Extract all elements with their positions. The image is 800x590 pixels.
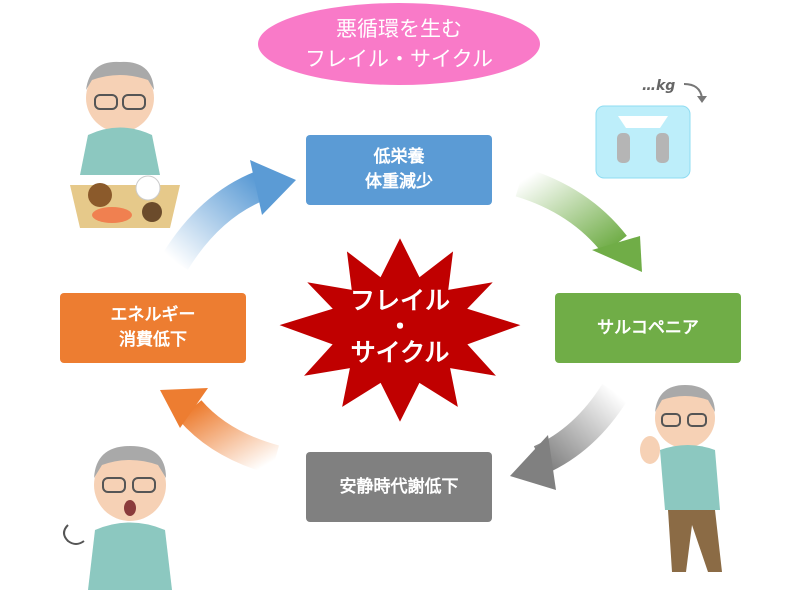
elderly-man-tired-illustration (63, 446, 172, 590)
stage-label: 体重減少 (365, 172, 433, 192)
stage-sarcopenia: サルコペニア (555, 293, 741, 363)
arrow-to-metabolism (510, 383, 628, 490)
stage-undernutrition: 低栄養 体重減少 (306, 135, 492, 205)
stage-label: 消費低下 (119, 330, 187, 350)
center-line2: ・ (387, 312, 413, 341)
title-ellipse: 悪循環を生む フレイル・サイクル (258, 3, 540, 85)
arrow-to-energy (160, 388, 280, 475)
stage-resting-metabolism: 安静時代謝低下 (306, 452, 492, 522)
elderly-man-weak-illustration (640, 385, 722, 572)
stage-label: 低栄養 (373, 147, 425, 167)
title-line1: 悪循環を生む (336, 17, 462, 41)
stage-energy-consumption: エネルギー 消費低下 (60, 293, 246, 363)
center-line3: サイクル (350, 338, 450, 367)
starburst (270, 231, 530, 429)
scale-icon (595, 83, 707, 179)
elderly-man-eating-illustration (70, 61, 180, 228)
title-line2: フレイル・サイクル (305, 47, 493, 71)
scale-weight-label: …kg (642, 78, 676, 94)
center-line1: フレイル (349, 286, 450, 315)
center-label: フレイル ・ サイクル (320, 288, 480, 366)
stage-label: サルコペニア (597, 317, 699, 338)
stage-label: 安静時代謝低下 (339, 476, 459, 497)
arrow-to-sarcopenia (515, 167, 642, 272)
arrow-to-undernutrition (162, 160, 296, 271)
stage-label: エネルギー (110, 305, 196, 325)
